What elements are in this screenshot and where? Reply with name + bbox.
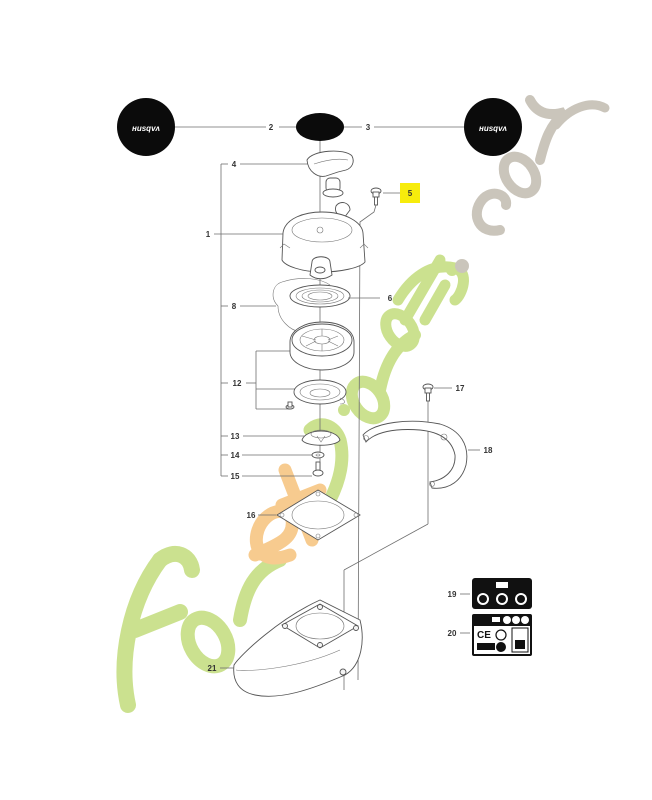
callout-12: 12 xyxy=(233,379,242,388)
callout-4: 4 xyxy=(232,160,237,169)
callout-1: 1 xyxy=(206,230,211,239)
part-12-pawl-plate xyxy=(293,379,347,405)
part-14-washer xyxy=(311,451,325,459)
callout-20: 20 xyxy=(448,629,457,638)
callout-18: 18 xyxy=(484,446,493,455)
part-20-ce-label: CE xyxy=(472,614,532,656)
callout-5: 5 xyxy=(408,189,413,198)
decal-right: ʜusqvʌ xyxy=(464,98,522,156)
part-1-starter-housing xyxy=(279,211,369,280)
part-4-handle xyxy=(306,150,354,219)
svg-text:CE: CE xyxy=(477,630,491,641)
decal-oval xyxy=(296,113,344,141)
part-12-pulley xyxy=(289,321,355,371)
callout-13: 13 xyxy=(231,432,240,441)
watermark xyxy=(116,95,610,713)
decal-left: ʜusqvʌ xyxy=(117,98,175,156)
callout-3: 3 xyxy=(366,123,371,132)
part-15-bolt xyxy=(312,461,324,477)
callout-5-highlight xyxy=(400,183,420,203)
part-13-cap xyxy=(301,429,341,446)
callout-2: 2 xyxy=(269,123,274,132)
callout-15: 15 xyxy=(231,472,240,481)
callout-17: 17 xyxy=(456,384,465,393)
callout-16: 16 xyxy=(247,511,256,520)
part-18-bracket xyxy=(362,420,468,489)
callout-14: 14 xyxy=(231,451,240,460)
part-5-screw xyxy=(370,187,382,206)
part-17-screw xyxy=(422,383,434,402)
part-21-cylinder-cover xyxy=(233,599,363,697)
callout-8: 8 xyxy=(232,302,237,311)
decal-logo-text: ʜusqvʌ xyxy=(132,124,160,133)
part-16-gasket xyxy=(276,489,361,541)
svg-text:ʜusqvʌ: ʜusqvʌ xyxy=(479,124,507,133)
callout-6: 6 xyxy=(388,294,393,303)
part-12-screw xyxy=(285,401,295,410)
part-6-spring xyxy=(289,284,351,308)
part-19-warning-label xyxy=(472,578,532,609)
callout-19: 19 xyxy=(448,590,457,599)
callout-21: 21 xyxy=(208,664,217,673)
